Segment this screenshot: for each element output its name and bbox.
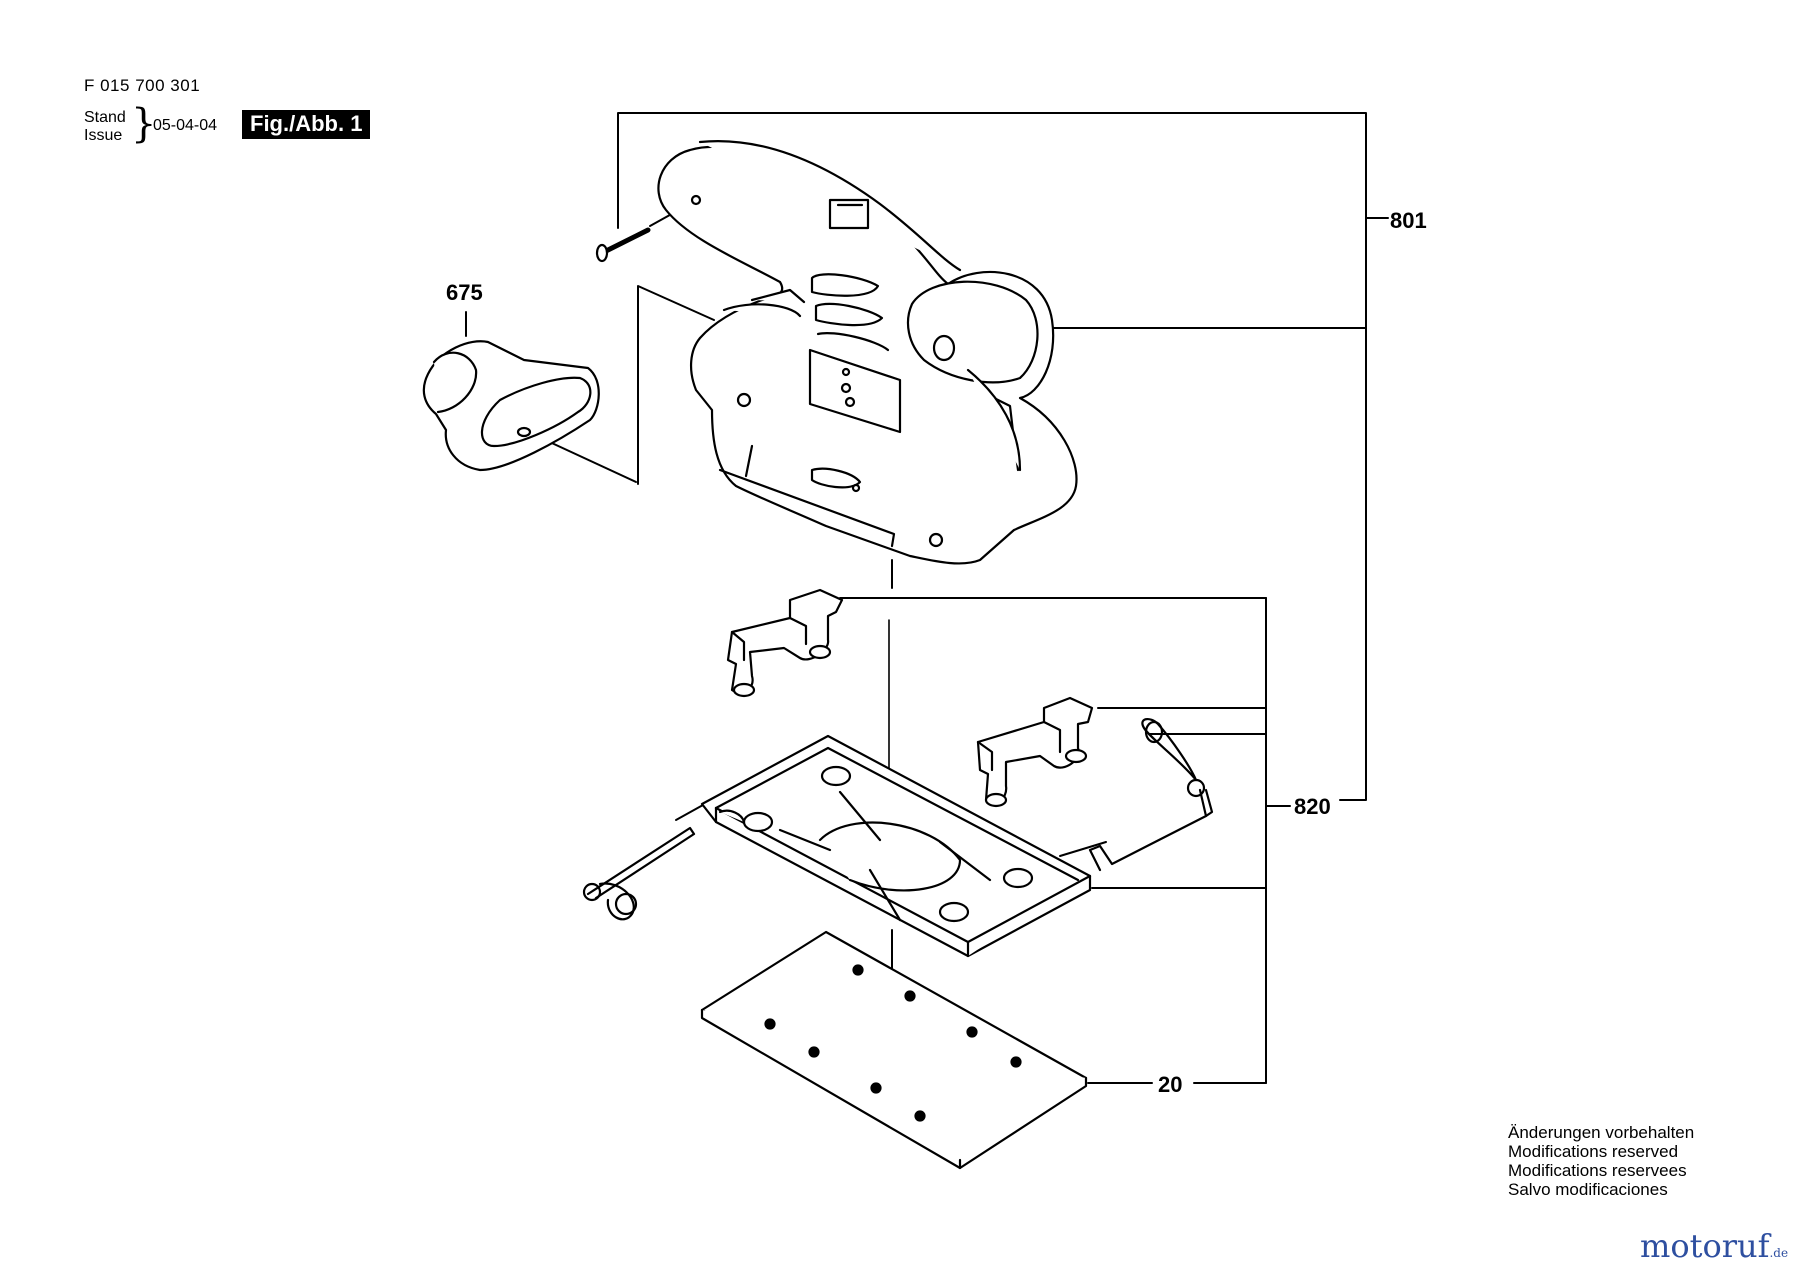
spring-clamp-right	[1088, 718, 1214, 872]
dust-nozzle-part-675	[422, 340, 600, 472]
brand-name: motoruf	[1640, 1227, 1770, 1265]
note-de: Änderungen vorbehalten	[1508, 1123, 1695, 1142]
clip-bracket-right	[976, 696, 1094, 808]
issue-date: 05-04-04	[153, 117, 218, 134]
sanding-sheet-part-20	[700, 930, 1088, 1170]
note-fr: Modifications reservees	[1508, 1161, 1687, 1180]
spring-clamp-left	[582, 826, 696, 921]
part-number-675: 675	[446, 280, 483, 305]
screw-part	[595, 227, 651, 263]
part-number-20: 20	[1158, 1072, 1182, 1097]
stand-label: Stand	[84, 109, 126, 126]
stand-issue-labels: Stand Issue	[84, 109, 126, 145]
modification-notes: Änderungen vorbehalten Modifications res…	[1508, 1123, 1694, 1199]
figure-label: Fig./Abb. 1	[242, 110, 371, 139]
brand-logo: motoruf.de	[1640, 1227, 1788, 1265]
note-en: Modifications reserved	[1508, 1142, 1679, 1161]
sander-housing-part-801	[657, 140, 1078, 565]
brand-tld: .de	[1769, 1246, 1789, 1260]
issue-label: Issue	[84, 127, 123, 144]
part-number-801: 801	[1390, 208, 1427, 233]
brace-icon: }	[131, 101, 157, 147]
part-number-820: 820	[1294, 794, 1331, 819]
note-es: Salvo modificaciones	[1508, 1180, 1668, 1199]
clip-bracket-upper	[726, 588, 844, 698]
base-plate-part	[700, 734, 1092, 958]
document-code: F 015 700 301	[84, 76, 201, 95]
